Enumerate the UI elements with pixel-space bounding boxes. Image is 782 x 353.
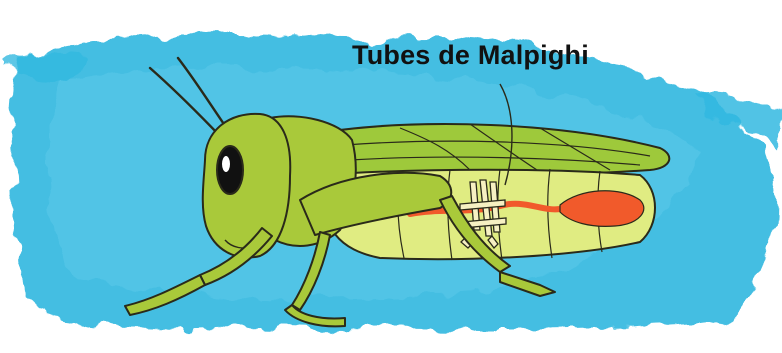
- eye: [217, 146, 243, 194]
- head: [203, 114, 290, 258]
- callout-label-malpighian-tubules: Tubes de Malpighi: [352, 40, 589, 71]
